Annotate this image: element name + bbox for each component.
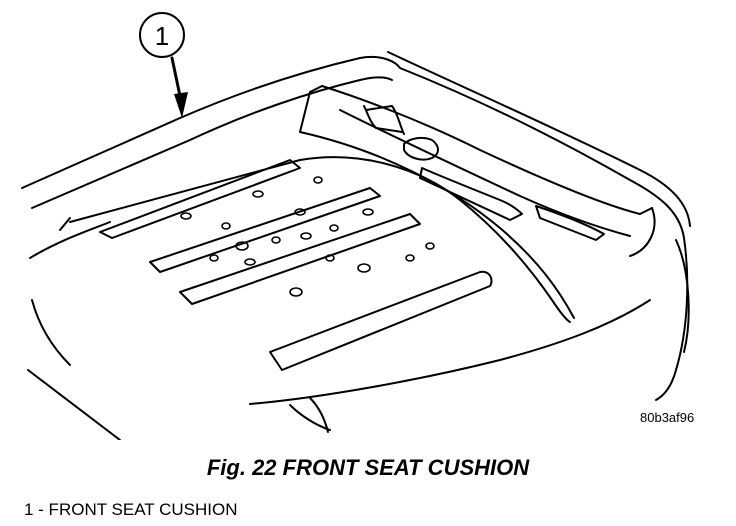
callout-number: 1 <box>155 21 169 51</box>
reference-code: 80b3af96 <box>640 410 695 425</box>
seat-pan-holes <box>180 176 435 297</box>
callout-1: 1 <box>139 12 188 118</box>
figure-caption: Fig. 22 FRONT SEAT CUSHION <box>206 455 530 480</box>
rear-bolster <box>299 85 656 257</box>
seat-cushion-drawing: 1 <box>21 12 691 440</box>
cushion-left-side <box>27 217 121 440</box>
seat-straps <box>99 159 493 371</box>
seat-pan <box>69 131 651 433</box>
cushion-outer-frame <box>21 51 691 401</box>
legend-item: 1 - FRONT SEAT CUSHION <box>24 500 238 519</box>
